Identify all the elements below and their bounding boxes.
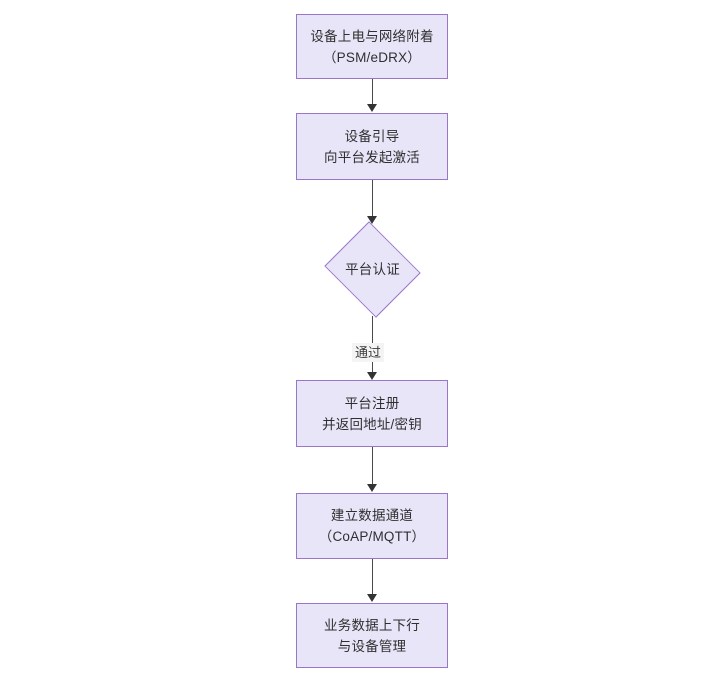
flow-node-power-on[interactable]: 设备上电与网络附着 （PSM/eDRX） xyxy=(296,14,448,79)
flow-node-power-on-line-1: 设备上电与网络附着 xyxy=(310,28,434,44)
connector-register-to-channel xyxy=(371,447,373,485)
flow-node-business-data-line-1: 业务数据上下行 xyxy=(324,617,420,633)
flow-node-bootstrap[interactable]: 设备引导 向平台发起激活 xyxy=(296,113,448,180)
flow-node-power-on-line-2: （PSM/eDRX） xyxy=(322,49,422,65)
flow-node-platform-register-line-1: 平台注册 xyxy=(344,395,400,411)
flow-node-data-channel-line-2: （CoAP/MQTT） xyxy=(318,529,426,544)
flow-node-data-channel-line-1: 建立数据通道 xyxy=(330,508,414,523)
flow-node-business-data-line-2: 与设备管理 xyxy=(337,638,407,654)
flow-node-business-data[interactable]: 业务数据上下行 与设备管理 xyxy=(296,603,448,668)
flow-node-platform-auth-label: 平台认证 xyxy=(345,261,400,277)
flow-node-data-channel[interactable]: 建立数据通道 （CoAP/MQTT） xyxy=(296,493,448,559)
arrowhead-channel-to-business xyxy=(367,594,377,602)
flow-node-bootstrap-line-2: 向平台发起激活 xyxy=(324,149,420,165)
flow-node-bootstrap-line-1: 设备引导 xyxy=(344,128,400,144)
edge-label-pass: 通过 xyxy=(352,343,385,362)
arrowhead-register-to-channel xyxy=(367,484,377,492)
arrowhead-power-on-to-bootstrap xyxy=(367,104,377,112)
arrowhead-auth-to-register xyxy=(367,372,377,380)
connector-power-on-to-bootstrap xyxy=(371,79,373,106)
arrowhead-bootstrap-to-auth xyxy=(367,216,377,224)
flow-node-platform-register-line-2: 并返回地址/密钥 xyxy=(322,416,422,432)
connector-bootstrap-to-auth xyxy=(371,180,373,220)
connector-channel-to-business xyxy=(371,559,373,597)
flow-node-platform-register[interactable]: 平台注册 并返回地址/密钥 xyxy=(296,380,448,447)
flow-node-platform-auth[interactable]: 平台认证 xyxy=(318,220,427,318)
